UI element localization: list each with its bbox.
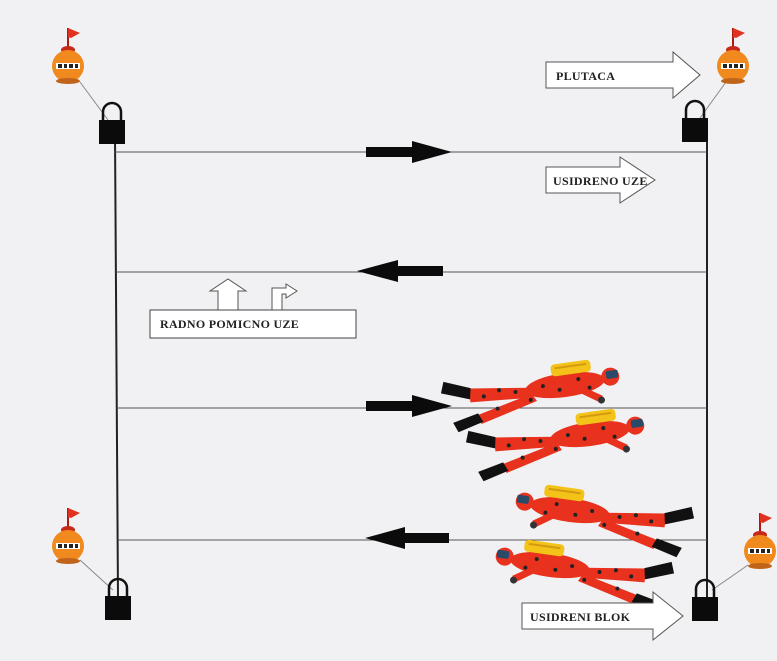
buoy-icon xyxy=(743,512,777,570)
arrow-left-4 xyxy=(365,527,449,549)
buoy-icon xyxy=(716,27,750,85)
arrow-left-2 xyxy=(357,260,443,282)
anchor-block-callout: USIDRENI BLOK xyxy=(521,590,684,642)
arrow-right-3 xyxy=(366,395,452,417)
anchor-block-icon xyxy=(680,99,710,144)
anchor-block-label: USIDRENI BLOK xyxy=(530,610,631,624)
buoy-icon xyxy=(51,507,85,565)
anchored-rope-callout: USIDRENO UZE xyxy=(545,156,656,204)
anchored-rope-label: USIDRENO UZE xyxy=(553,174,648,188)
buoy-line-bottom-right xyxy=(711,564,749,591)
diver-icon xyxy=(491,535,676,614)
anchor-block-icon xyxy=(690,578,720,623)
anchor-block-icon xyxy=(97,101,127,146)
moving-rope-label: RADNO POMICNO UZE xyxy=(160,317,299,331)
buoy-callout: PLUTACA xyxy=(545,50,701,100)
buoy-line-bottom-left xyxy=(79,559,114,591)
left-vertical-rope xyxy=(114,134,119,599)
moving-rope-callout: RADNO POMICNO UZE xyxy=(149,278,357,339)
arrow-right-1 xyxy=(366,141,452,163)
buoy-icon xyxy=(51,27,85,85)
buoy-label: PLUTACA xyxy=(556,69,615,83)
